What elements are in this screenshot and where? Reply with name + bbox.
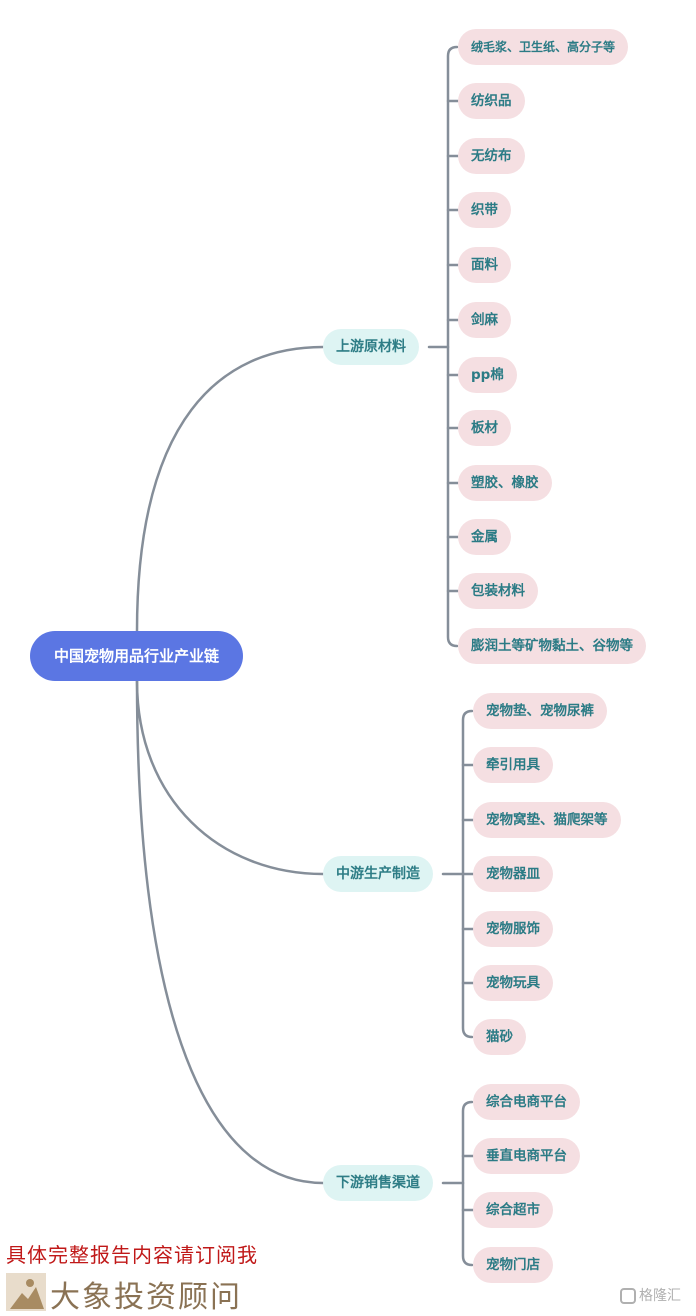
leaf-midstream-cat-litter[interactable]: 猫砂: [473, 1019, 526, 1055]
branch-midstream[interactable]: 中游生产制造: [323, 856, 433, 892]
leaf-midstream-apparel[interactable]: 宠物服饰: [473, 911, 553, 947]
leaf-midstream-beds-cat-trees[interactable]: 宠物窝垫、猫爬架等: [473, 802, 621, 838]
link-root-upstream: [135, 345, 325, 633]
branch-upstream[interactable]: 上游原材料: [323, 329, 419, 365]
leaf-upstream-metal[interactable]: 金属: [458, 519, 511, 555]
bracket-upstream: [446, 45, 459, 648]
leaf-upstream-clay-grain[interactable]: 膨润土等矿物黏土、谷物等: [458, 628, 646, 664]
elephant-logo-icon: [6, 1273, 46, 1311]
leaf-upstream-pulp[interactable]: 绒毛浆、卫生纸、高分子等: [458, 29, 629, 65]
leaf-upstream-board[interactable]: 板材: [458, 410, 511, 446]
bracket-downstream: [461, 1100, 474, 1267]
link-root-downstream: [135, 679, 325, 1185]
watermark-text: 格隆汇: [639, 1287, 681, 1303]
subscribe-note: 具体完整报告内容请订阅我: [6, 1243, 258, 1267]
leaf-upstream-sisal[interactable]: 剑麻: [458, 302, 511, 338]
leaf-upstream-webbing[interactable]: 织带: [458, 192, 511, 228]
leaf-downstream-general-ecommerce[interactable]: 综合电商平台: [473, 1084, 580, 1120]
leaf-downstream-pet-store[interactable]: 宠物门店: [473, 1247, 553, 1283]
leaf-midstream-leashes[interactable]: 牵引用具: [473, 747, 553, 783]
leaf-upstream-packaging[interactable]: 包装材料: [458, 573, 538, 609]
leaf-upstream-pp-cotton[interactable]: pp棉: [458, 357, 517, 393]
root-node[interactable]: 中国宠物用品行业产业链: [30, 631, 244, 681]
leaf-upstream-fabric[interactable]: 面料: [458, 247, 511, 283]
link-root-midstream: [135, 679, 325, 876]
leaf-upstream-textiles[interactable]: 纺织品: [458, 83, 525, 119]
watermark-logo-icon: [620, 1288, 636, 1305]
leaf-upstream-plastic-rubber[interactable]: 塑胶、橡胶: [458, 465, 552, 501]
leaf-midstream-bowls[interactable]: 宠物器皿: [473, 856, 553, 892]
leaf-midstream-toys[interactable]: 宠物玩具: [473, 965, 553, 1001]
leaf-downstream-supermarket[interactable]: 综合超市: [473, 1192, 553, 1228]
leaf-midstream-pads-diapers[interactable]: 宠物垫、宠物尿裤: [473, 693, 607, 729]
leaf-downstream-vertical-ecommerce[interactable]: 垂直电商平台: [473, 1138, 580, 1174]
brand-name: 大象投资顾问: [50, 1280, 242, 1315]
watermark: 格隆汇: [620, 1285, 681, 1305]
leaf-upstream-nonwoven[interactable]: 无纺布: [458, 138, 525, 174]
branch-downstream[interactable]: 下游销售渠道: [323, 1165, 433, 1201]
